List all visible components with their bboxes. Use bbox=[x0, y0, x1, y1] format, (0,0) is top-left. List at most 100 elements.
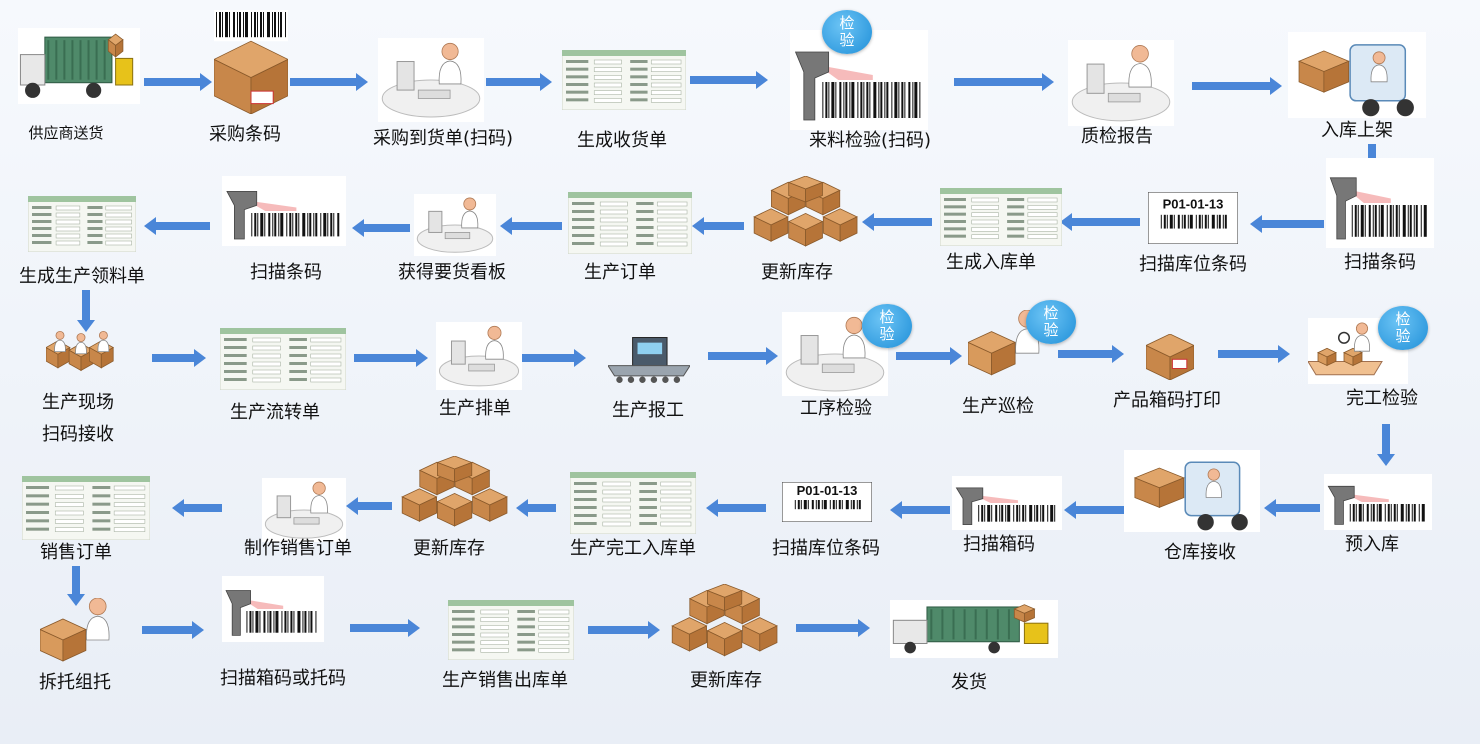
flow-arrow bbox=[1250, 215, 1324, 233]
flow-arrow bbox=[1058, 345, 1124, 363]
step-label-update-stock-1: 更新库存 bbox=[761, 262, 833, 283]
step-label-pre-stock: 预入库 bbox=[1345, 534, 1399, 555]
step-label-report-work: 生产报工 bbox=[612, 400, 684, 421]
step-label-qc-report: 质检报告 bbox=[1081, 126, 1153, 147]
step-label-kanban: 获得要货看板 bbox=[398, 262, 506, 283]
form-document-icon bbox=[562, 50, 686, 110]
step-label-box-label-print: 产品箱码打印 bbox=[1113, 390, 1221, 411]
inspection-badge: 检验 bbox=[1378, 306, 1428, 350]
scanner-barcode-icon bbox=[222, 176, 346, 246]
flow-arrow bbox=[152, 349, 206, 367]
step-label-purchase-arrival: 采购到货单(扫码) bbox=[372, 128, 514, 149]
stacked-boxes-icon bbox=[671, 584, 778, 657]
operator-desk-icon bbox=[262, 478, 346, 542]
step-label-finished-in-doc: 生产完工入库单 bbox=[570, 538, 696, 559]
step-label-scan-barcode-2: 扫描条码 bbox=[250, 262, 322, 283]
form-document-icon bbox=[28, 196, 136, 252]
flow-arrow bbox=[1064, 501, 1124, 519]
flow-arrow bbox=[354, 349, 428, 367]
flow-arrow bbox=[486, 73, 552, 91]
step-label-patrol-inspection: 生产巡检 bbox=[962, 396, 1034, 417]
step-label-sales-order: 销售订单 bbox=[40, 542, 112, 563]
flow-arrow bbox=[690, 71, 768, 89]
flow-arrow bbox=[522, 349, 586, 367]
step-label-warehouse-receive: 仓库接收 bbox=[1164, 542, 1236, 563]
step-label-scheduling: 生产排单 bbox=[439, 398, 511, 419]
step-label-picking-doc: 生成生产领料单 bbox=[19, 266, 145, 287]
form-document-icon bbox=[570, 472, 696, 534]
inspection-badge: 检验 bbox=[822, 10, 872, 54]
step-label-warehouse-in-doc: 生成入库单 bbox=[946, 252, 1036, 273]
flow-arrow bbox=[1060, 213, 1140, 231]
inspection-badge-text: 检验 bbox=[1043, 304, 1059, 339]
flow-arrow bbox=[1377, 424, 1395, 466]
step-label-onsite-receive-line2: 扫码接收 bbox=[42, 424, 114, 445]
step-label-sales-out-doc: 生产销售出库单 bbox=[442, 670, 568, 691]
flow-arrow bbox=[142, 621, 204, 639]
worker-box-icon bbox=[40, 598, 110, 662]
shipping-box-icon bbox=[1146, 334, 1194, 380]
flow-arrow bbox=[516, 499, 556, 517]
flow-arrow bbox=[352, 219, 410, 237]
step-label-routing-doc: 生产流转单 bbox=[230, 402, 320, 423]
step-label-supplier: 供应商送货 bbox=[28, 124, 104, 142]
flow-arrow bbox=[144, 73, 212, 91]
conveyor-machine-icon bbox=[608, 337, 690, 383]
operator-desk-icon bbox=[1068, 40, 1174, 126]
operator-desk-icon bbox=[436, 322, 522, 390]
flow-arrow bbox=[144, 217, 210, 235]
flow-arrow bbox=[172, 499, 222, 517]
step-label-scan-barcode-1: 扫描条码 bbox=[1344, 252, 1416, 273]
step-label-scan-box-pallet: 扫描箱码或托码 bbox=[220, 668, 346, 689]
flow-arrow bbox=[896, 347, 962, 365]
flow-arrow bbox=[954, 73, 1054, 91]
flow-arrow bbox=[290, 73, 368, 91]
flow-arrow bbox=[692, 217, 744, 235]
inspection-badge-text: 检验 bbox=[839, 14, 855, 49]
scanner-barcode-icon bbox=[952, 476, 1062, 530]
step-label-receipt-doc: 生成收货单 bbox=[577, 130, 667, 151]
scanner-barcode-icon bbox=[1324, 474, 1432, 530]
flow-arrow bbox=[1264, 499, 1320, 517]
location-code-text: P01-01-13 bbox=[797, 483, 858, 498]
flow-arrow bbox=[1218, 345, 1290, 363]
flow-arrow bbox=[706, 499, 766, 517]
truck-forklift-icon bbox=[18, 28, 140, 104]
truck-forklift-icon bbox=[890, 600, 1058, 658]
operator-desk-icon bbox=[414, 194, 496, 256]
forklift-icon bbox=[1124, 450, 1260, 532]
operator-desk-icon bbox=[378, 38, 484, 122]
inspection-badge: 检验 bbox=[1026, 300, 1076, 344]
form-document-icon bbox=[448, 600, 574, 660]
flow-arrow bbox=[67, 566, 85, 606]
step-label-final-inspection: 完工检验 bbox=[1346, 388, 1418, 409]
workers-boxes-icon bbox=[46, 330, 115, 372]
flow-arrow bbox=[862, 213, 932, 231]
step-label-scan-location-1: 扫描库位条码 bbox=[1139, 254, 1247, 275]
flow-arrow bbox=[77, 290, 95, 332]
shipping-box-barcode-icon bbox=[214, 10, 288, 114]
step-label-process-inspection: 工序检验 bbox=[800, 398, 872, 419]
step-label-ship: 发货 bbox=[951, 672, 987, 693]
inspection-badge-text: 检验 bbox=[1395, 310, 1411, 345]
form-document-icon bbox=[220, 328, 346, 390]
stacked-boxes-icon bbox=[753, 176, 858, 247]
step-label-purchase-barcode: 采购条码 bbox=[209, 124, 281, 145]
inspection-badge: 检验 bbox=[862, 304, 912, 348]
location-code-text: P01-01-13 bbox=[1163, 197, 1224, 212]
flow-arrow bbox=[588, 621, 660, 639]
step-label-sales-order-make: 制作销售订单 bbox=[244, 538, 352, 559]
forklift-icon bbox=[1288, 32, 1426, 118]
step-label-onsite-receive: 生产现场 bbox=[42, 392, 114, 413]
flow-arrow bbox=[890, 501, 950, 519]
flow-arrow bbox=[708, 347, 778, 365]
form-document-icon bbox=[568, 192, 692, 254]
stacked-boxes-icon bbox=[401, 456, 508, 527]
inspection-badge-text: 检验 bbox=[879, 308, 895, 343]
flow-arrow bbox=[796, 619, 870, 637]
step-label-scan-box-code: 扫描箱码 bbox=[963, 534, 1035, 555]
flow-arrow bbox=[346, 497, 392, 515]
step-label-production-order: 生产订单 bbox=[584, 262, 656, 283]
location-label-icon: P01-01-13 bbox=[782, 482, 872, 522]
